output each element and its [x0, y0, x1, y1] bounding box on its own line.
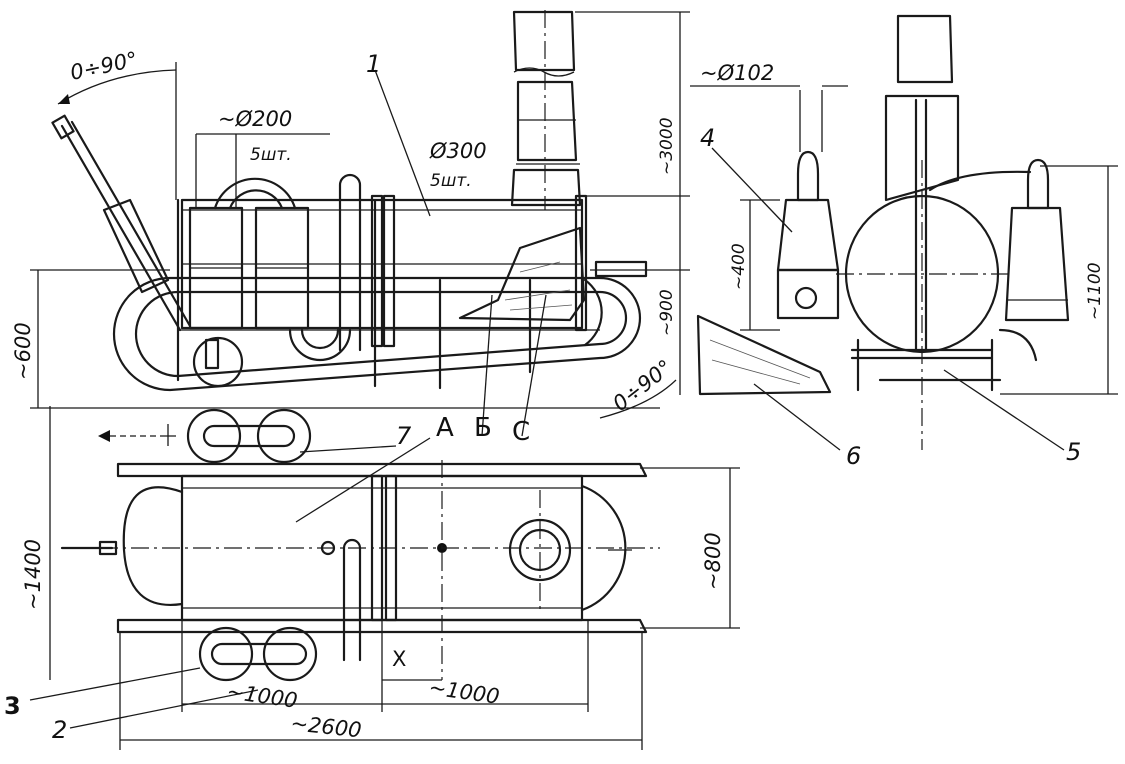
callout-c: С	[512, 417, 530, 447]
label-l2600: ~2600	[289, 711, 362, 742]
label-angle-bottom: 0÷90°	[608, 355, 677, 416]
end-view	[690, 14, 1118, 451]
callout-6: 6	[846, 442, 861, 470]
label-h400: ~400	[729, 243, 749, 290]
side-runner	[112, 276, 642, 392]
callout-2: 2	[52, 716, 67, 744]
callout-3: 3	[4, 692, 21, 720]
callout-1: 1	[366, 50, 381, 78]
label-x-mark: X	[392, 647, 406, 671]
plan-tubes-top	[98, 408, 312, 464]
label-d200: ~Ø200	[218, 107, 292, 131]
label-d200-qty: 5шт.	[250, 145, 292, 165]
label-d102: ~Ø102	[700, 61, 774, 85]
callout-a: А	[436, 413, 454, 443]
label-d300-qty: 5шт.	[430, 171, 472, 191]
label-w1400: ~1400	[21, 539, 45, 610]
callout-5: 5	[1066, 438, 1081, 466]
side-runner-inner	[134, 290, 628, 378]
plan-skid-top	[116, 462, 648, 478]
side-chimney	[510, 10, 582, 210]
label-w800: ~800	[701, 532, 725, 590]
label-h600: ~600	[11, 322, 35, 380]
label-h900: ~900	[657, 289, 677, 336]
end-nozzle	[696, 314, 832, 396]
plan-tubes-bottom	[198, 626, 318, 682]
plan-view	[29, 406, 740, 750]
label-h3000: ~3000	[657, 117, 677, 175]
callout-4: 4	[700, 124, 715, 152]
side-view	[30, 10, 690, 437]
callout-b: Б	[474, 413, 492, 443]
side-handle	[51, 114, 192, 332]
label-d300: Ø300	[429, 139, 487, 163]
callout-7: 7	[396, 422, 412, 450]
side-cutaway	[458, 226, 586, 322]
label-l1000-left: ~1000	[225, 679, 299, 713]
label-h1100: ~1100	[1085, 262, 1105, 320]
label-angle-top: 0÷90°	[68, 47, 140, 85]
